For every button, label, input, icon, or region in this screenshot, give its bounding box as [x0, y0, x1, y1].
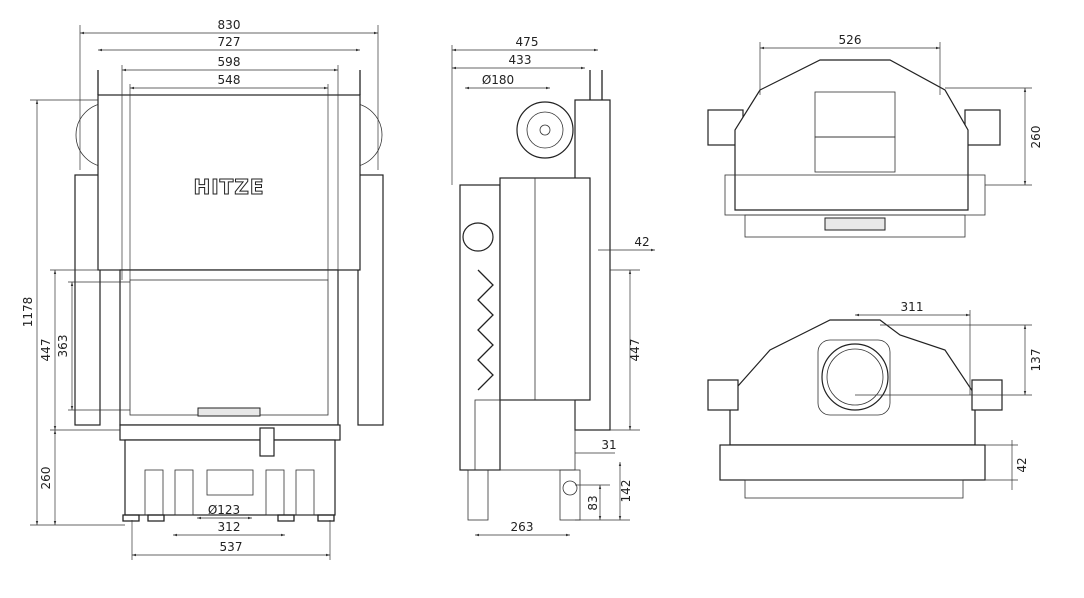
dim-height-total: 1178 — [21, 297, 35, 328]
door-frame — [119, 269, 339, 426]
side-body — [499, 177, 591, 401]
dim-feet-depth: 263 — [511, 520, 534, 534]
dim-feet-outer: 537 — [220, 540, 243, 554]
dim-top-height: 260 — [1029, 126, 1043, 149]
bottom-view: 311 137 42 — [707, 300, 1043, 499]
dim-height-glass: 363 — [56, 335, 70, 358]
top-view: 526 260 — [707, 33, 1043, 238]
front-view: HITZE — [21, 18, 384, 560]
dim-front-depth: 42 — [1015, 457, 1029, 472]
dim-offset-x: 311 — [901, 300, 924, 314]
dim-width-glass: 548 — [218, 73, 241, 87]
dim-height-base: 260 — [39, 467, 53, 490]
dim-depth-total: 475 — [516, 35, 539, 49]
dim-outlet-diameter: Ø123 — [208, 503, 240, 517]
dim-side-height-door: 447 — [628, 339, 642, 362]
base-frame — [124, 439, 336, 516]
dim-feet-inner: 312 — [218, 520, 241, 534]
dim-outlet-top: 142 — [619, 480, 633, 503]
dim-flue-diameter: Ø180 — [482, 73, 514, 87]
dim-offset-door: 31 — [601, 438, 616, 452]
dim-offset-top: 42 — [634, 235, 649, 249]
dim-height-door: 447 — [39, 339, 53, 362]
dim-width-total: 830 — [218, 18, 241, 32]
side-view: 475 433 Ø180 42 447 31 142 83 263 — [451, 35, 655, 537]
flue-fan-icon — [516, 101, 574, 159]
dim-top-width: 526 — [839, 33, 862, 47]
dim-width-frame: 598 — [218, 55, 241, 69]
dim-offset-y: 137 — [1029, 349, 1043, 372]
dim-width-body: 727 — [218, 35, 241, 49]
flue-outlet-icon — [821, 343, 889, 411]
dim-depth-body: 433 — [509, 53, 532, 67]
brand-logo: HITZE — [194, 175, 265, 199]
dim-outlet-center: 83 — [586, 495, 600, 510]
upper-hood — [97, 94, 361, 271]
